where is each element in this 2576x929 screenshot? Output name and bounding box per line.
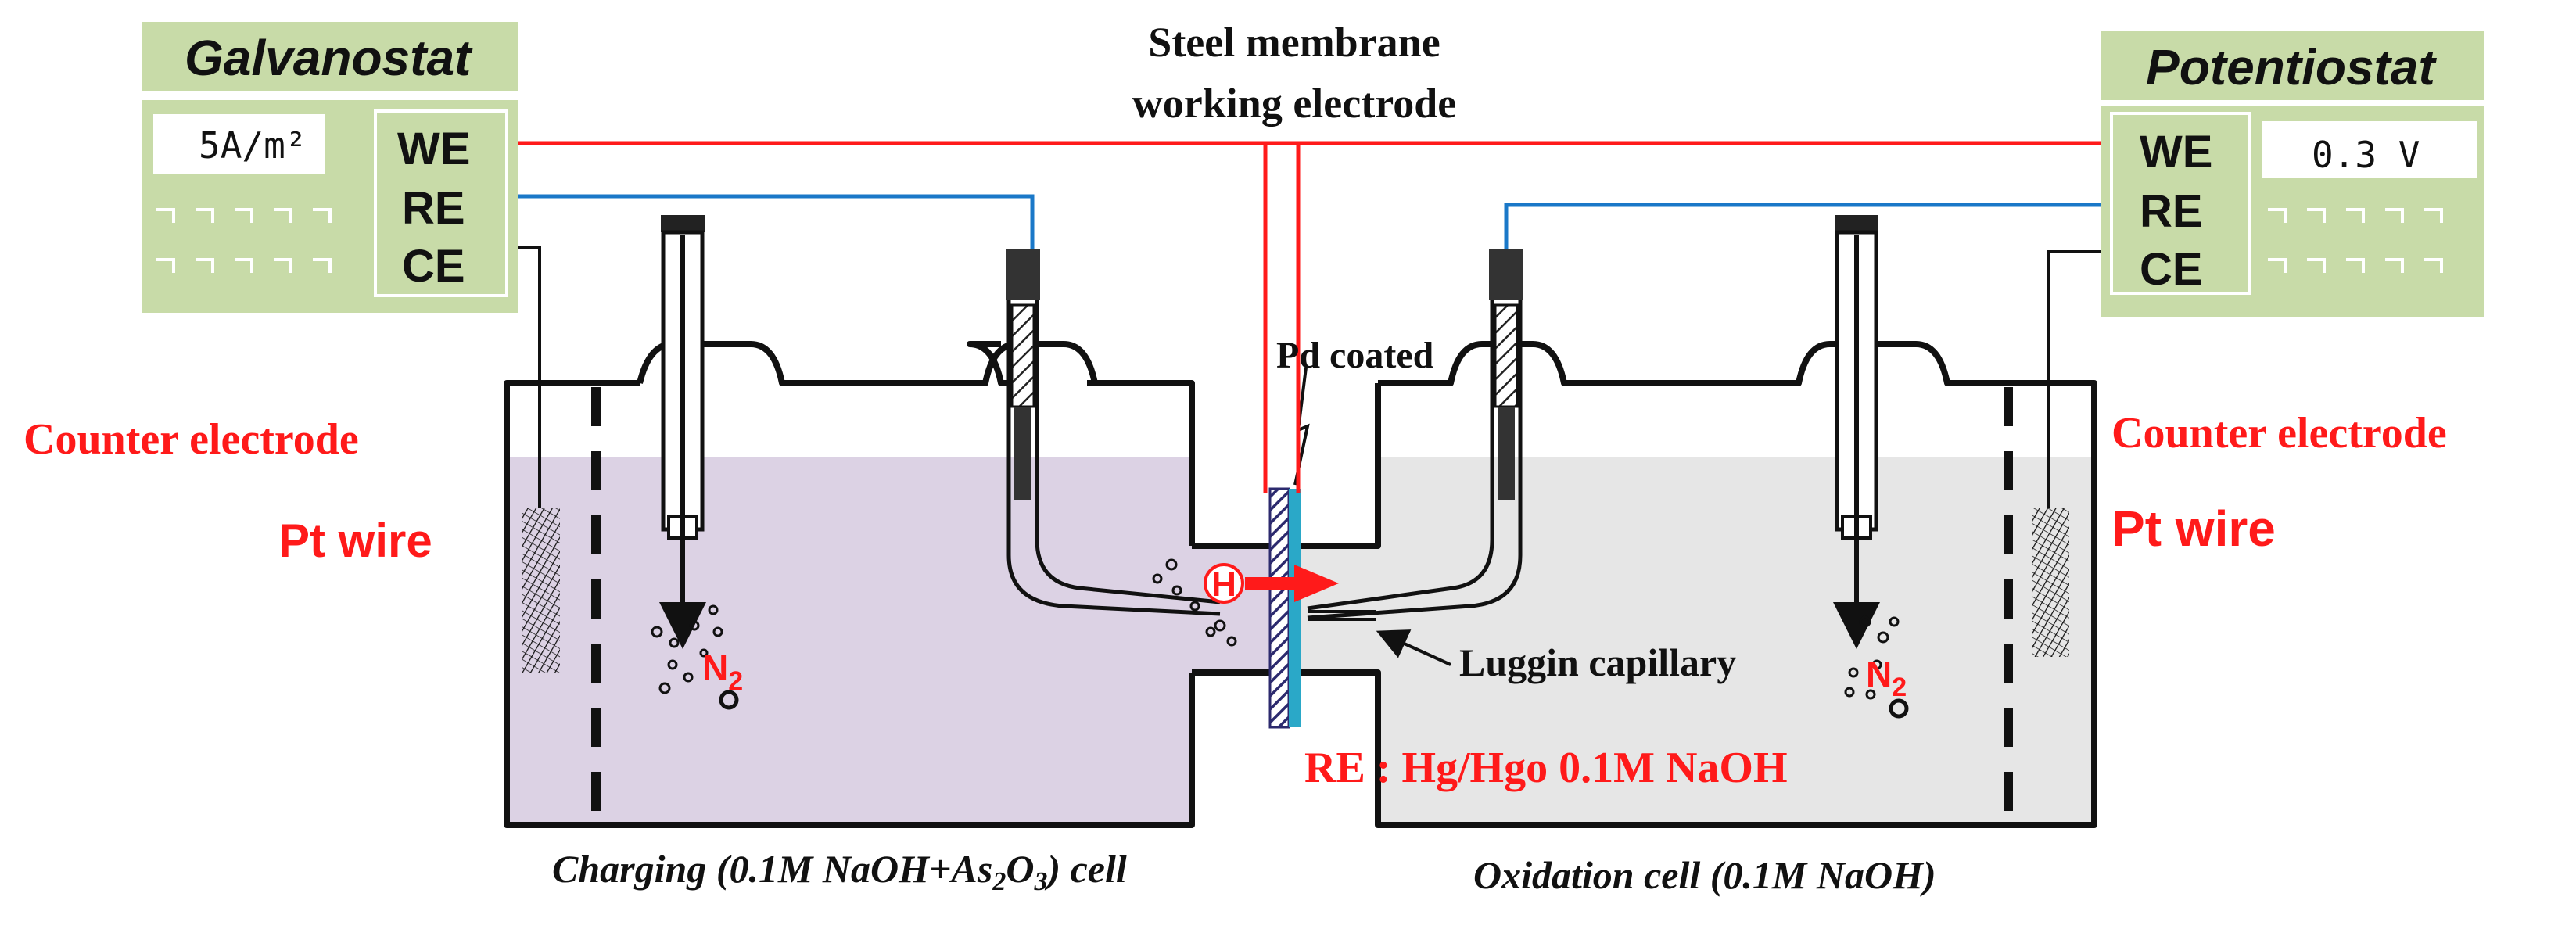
luggin-capillary-label: Luggin capillary <box>1459 640 1736 684</box>
pt-wire-left-label: Pt wire <box>278 515 432 567</box>
galvanostat-display: 5A/m² <box>199 124 307 167</box>
right-reference-electrode <box>1307 249 1523 620</box>
pd-coating <box>1289 489 1301 727</box>
re-wires <box>491 194 2121 249</box>
potentiostat-we-label: WE <box>2140 127 2212 178</box>
charging-cell-sub2: 3 <box>1033 867 1047 896</box>
right-bubbles <box>1844 615 1909 719</box>
n2-right-symbol: N <box>1866 654 1892 694</box>
hydrogen-atom <box>1204 563 1244 604</box>
galvanostat-ce-label: CE <box>402 241 465 292</box>
counter-electrode-left-label: Counter electrode <box>23 415 359 464</box>
charging-cell-sub1: 2 <box>992 867 1006 896</box>
potentiostat-panel <box>2101 31 2484 317</box>
n2-left-subscript: 2 <box>728 666 743 696</box>
galvanostat-we-label: WE <box>397 124 470 174</box>
reference-electrode-label: RE : Hg/Hgo 0.1M NaOH <box>1304 744 1788 792</box>
luggin-pointer <box>1376 629 1451 666</box>
n2-left-symbol: N <box>702 647 728 688</box>
pd-coated-label: Pd coated <box>1276 335 1434 376</box>
left-bubbles <box>651 604 739 710</box>
n2-right-label: N2 <box>1866 654 1907 702</box>
oxidation-cell-caption: Oxidation cell (0.1M NaOH) <box>1473 853 1936 897</box>
galvanostat-title: Galvanostat <box>185 30 473 86</box>
charging-cell-text-b: O <box>1006 847 1034 891</box>
n2-left-label: N2 <box>702 647 743 696</box>
right-solution <box>1378 457 2094 825</box>
potentiostat-re-label: RE <box>2140 186 2203 237</box>
left-reference-electrode <box>1006 249 1221 616</box>
right-gas-tube <box>1833 215 1880 649</box>
potentiostat-ce-label: CE <box>2140 244 2203 295</box>
potentiostat-display: 0.3 V <box>2312 134 2420 176</box>
steel-membrane <box>1268 487 1290 729</box>
pt-wire-right-label: Pt wire <box>2111 500 2276 557</box>
galvanostat-panel <box>142 22 518 313</box>
right-pt-mesh <box>2032 508 2069 657</box>
potentiostat-title: Potentiostat <box>2146 39 2437 95</box>
charging-cell-text-a: Charging (0.1M NaOH+As <box>552 847 992 891</box>
left-solution <box>507 457 1192 825</box>
cell-walls <box>504 341 2097 828</box>
left-pt-mesh <box>522 508 560 673</box>
hydrogen-bubbles <box>1152 558 1237 647</box>
left-gas-tube <box>659 215 706 649</box>
counter-electrode-right-label: Counter electrode <box>2111 409 2447 457</box>
hydrogen-flux <box>1204 563 1339 604</box>
luggin-capillary-tip <box>1308 610 1376 621</box>
membrane-label-line1: Steel membrane <box>1148 19 1440 66</box>
galvanostat-re-label: RE <box>402 183 465 234</box>
n2-right-subscript: 2 <box>1892 673 1907 702</box>
charging-cell-text-c: ) cell <box>1044 847 1126 891</box>
pd-coated-pointer <box>1293 367 1310 486</box>
hydrogen-label: H <box>1211 565 1236 604</box>
membrane-label-line2: working electrode <box>1132 80 1456 127</box>
charging-cell-caption: Charging (0.1M NaOH+As2O3) cell <box>552 847 1127 896</box>
we-wires <box>491 141 2121 493</box>
